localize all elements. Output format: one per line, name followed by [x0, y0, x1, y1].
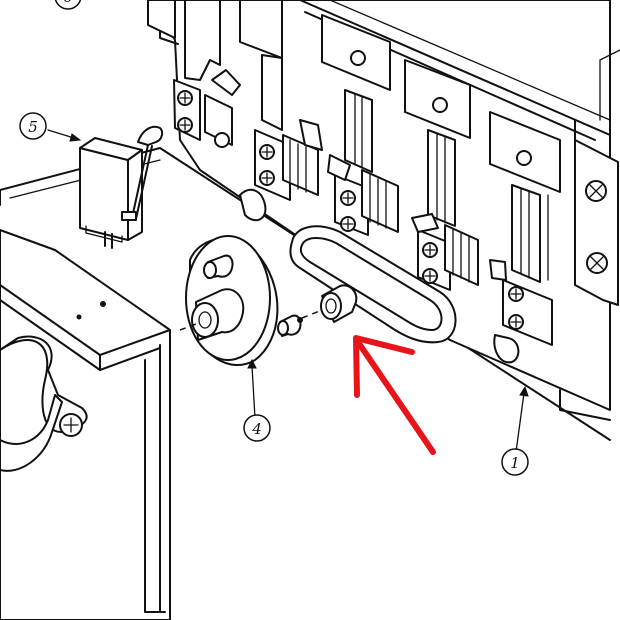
switch-unit-2 — [239, 0, 323, 222]
callout-label-5: 5 — [28, 118, 38, 136]
switch-unit-3 — [321, 14, 399, 236]
callout-label-6: 6 — [63, 0, 73, 6]
callout-part-1: 1 — [501, 448, 529, 476]
drive-belt — [289, 225, 457, 344]
highlight-arrow-head — [353, 335, 415, 398]
idler-roller — [320, 284, 358, 323]
cam-disc-part-4 — [179, 235, 323, 366]
callout-label-1: 1 — [510, 454, 520, 472]
switch-unit-5 — [489, 111, 561, 364]
callout-part-4: 4 — [243, 414, 271, 442]
callout-part-6: 6 — [54, 0, 82, 10]
micro-switch-part-5 — [79, 125, 164, 249]
switch-unit-1 — [147, 0, 241, 148]
callout-label-4: 4 — [251, 420, 262, 438]
callout-part-5: 5 — [19, 112, 47, 140]
highlight-arrow — [353, 335, 436, 455]
left-housing — [0, 229, 171, 620]
switch-unit-4 — [404, 59, 507, 291]
highlight-arrow-shaft — [357, 342, 436, 455]
